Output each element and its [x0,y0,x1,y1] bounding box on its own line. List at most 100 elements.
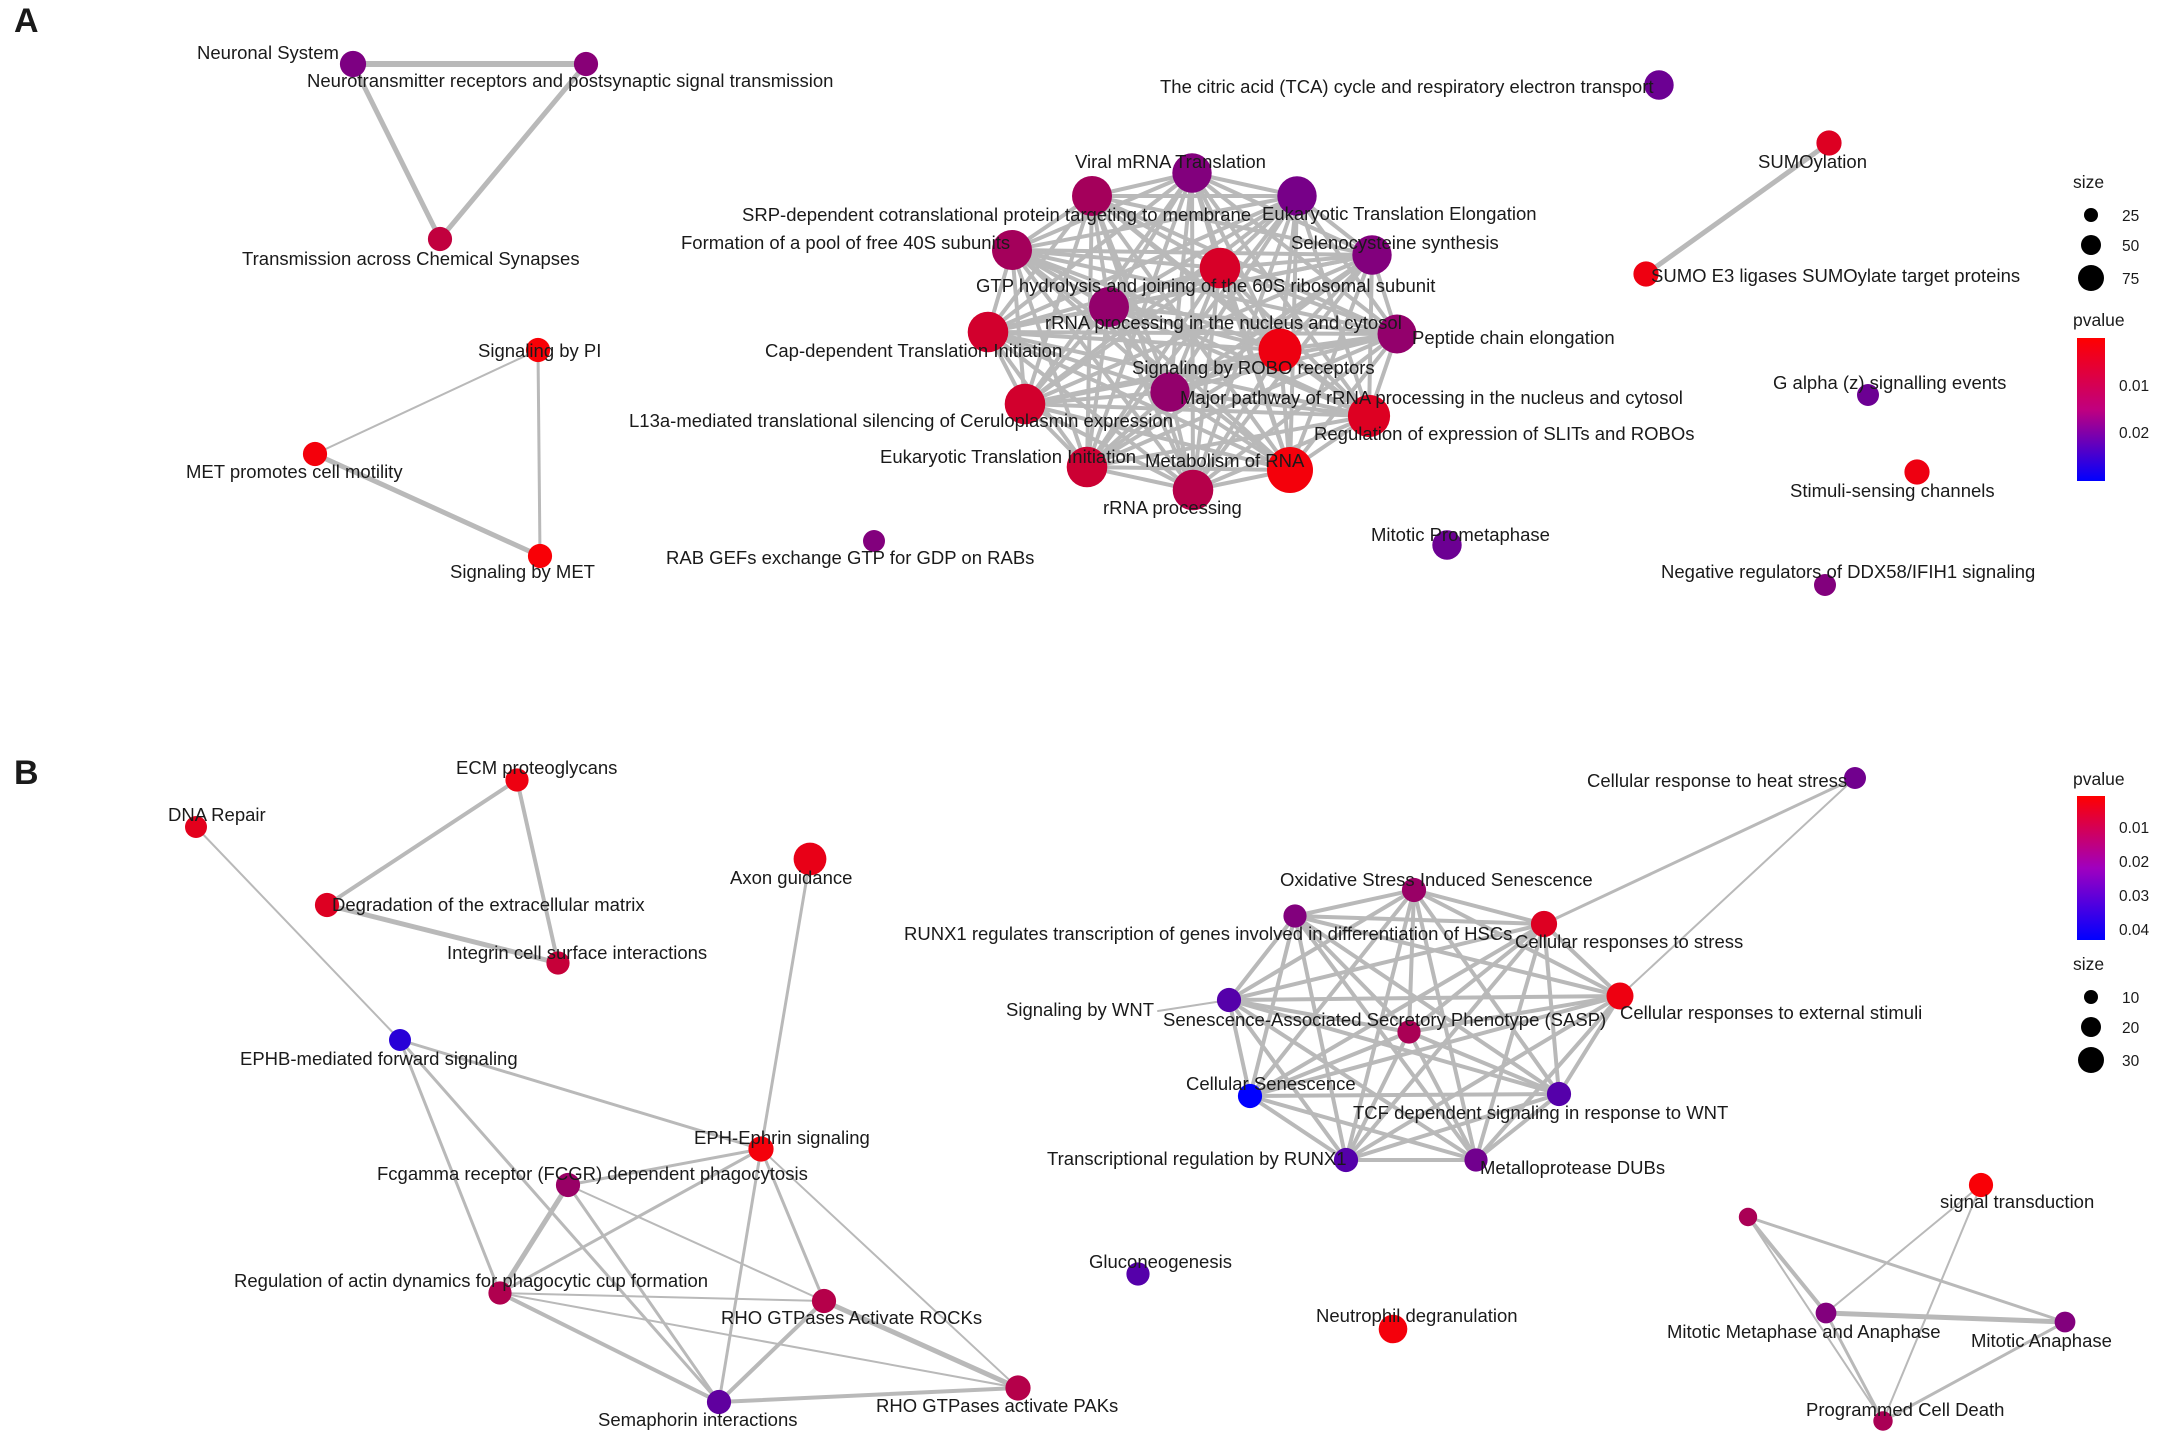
edge-b9-b12 [498,1291,721,1404]
edge-b16-b23 [1474,922,1546,1162]
edge-b15-b16 [1293,914,1546,926]
edge-b19-b21 [1557,994,1622,1096]
edge-b14-b20 [1248,888,1416,1098]
node-label-b6: EPHB-mediated forward signaling [240,1048,518,1069]
edge-a1-a3 [350,61,443,242]
size-legend-a-title: size [2073,172,2104,192]
node-b20 [1237,1083,1263,1109]
node-a19 [1004,383,1046,425]
edge-a14-a20 [1107,305,1371,418]
node-b21 [1546,1081,1572,1107]
edge-b6-b7 [398,1038,763,1151]
node-a23 [1172,469,1214,511]
node-a2 [573,51,599,77]
size-legend-b-tick-3: 30 [2122,1053,2140,1070]
size-legend-b-dot-3 [2078,1047,2104,1073]
edge-a10-a11 [1010,194,1299,252]
edge-b10-b12 [717,1299,826,1404]
edge-a15-a16 [986,330,1399,336]
node-a6 [527,543,553,569]
node-label-b3: Degradation of the extracellular matrix [332,894,645,915]
edge-a16-a23 [986,330,1195,492]
node-b18 [1397,1020,1421,1044]
node-label-b17: Signaling by WNT [1006,999,1154,1020]
node-a8 [1172,153,1212,193]
edge-b8-b10 [567,1184,825,1302]
node-a25 [1432,530,1462,560]
edge-a26-a27 [1643,140,1832,277]
node-label-a2: Neurotransmitter receptors and postsynap… [307,70,833,91]
node-label-b14: Oxidative Stress Induced Senescence [1280,869,1593,890]
edge-b15-b23 [1293,914,1478,1162]
node-label-b5: Axon guidance [730,867,852,888]
edge-b7-b12 [717,1147,763,1404]
edge-a19-a22 [1023,402,1292,472]
node-label-a17: Signaling by ROBO receptors [1132,357,1375,378]
edge-a14-a23 [1107,305,1195,492]
node-label-b1: DNA Repair [168,804,266,825]
edge-b27-b28 [1823,1310,2068,1325]
pvalue-legend-a-tick-1: 0.01 [2119,378,2149,395]
edge-b17-b20 [1227,998,1252,1098]
node-a4 [525,337,551,363]
edge-b14-b15 [1293,888,1416,918]
node-b27 [1815,1302,1837,1324]
pvalue-legend-b-tick-4: 0.04 [2119,922,2150,939]
edge-a20-a21 [1085,414,1371,469]
node-label-a23: rRNA processing [1103,497,1242,518]
node-a20 [1347,394,1391,438]
node-label-a29: Stimuli-sensing channels [1790,480,1995,501]
edge-b15-b17 [1227,914,1297,1002]
edge-b13-b19 [1619,777,1856,997]
node-label-b22: Transcriptional regulation by RUNX1 [1047,1148,1347,1169]
edge-a2-a3 [437,61,589,242]
pvalue-legend-b-title: pvalue [2073,769,2125,789]
node-label-b26: signal transduction [1940,1191,2094,1212]
edge-a12-a13 [1218,253,1374,270]
edge-b6-b9 [398,1038,502,1295]
edge-b1-b6 [195,826,401,1041]
node-label-a30: Negative regulators of DDX58/IFIH1 signa… [1661,561,2035,582]
size-legend-a-dot-2 [2081,235,2101,255]
size-legend-a-dot-1 [2084,208,2098,222]
edge-a11-a13 [1010,248,1222,270]
edge-b14-b19 [1412,888,1622,998]
edge-b17-b19 [1227,994,1622,1002]
edge-a16-a18 [986,330,1172,394]
pvalue-legend-b-tick-3: 0.03 [2119,888,2149,905]
edge-b16-b20 [1248,922,1546,1098]
size-legend-b-title: size [2073,954,2104,974]
size-legend-b: size 10 20 30 [2073,954,2140,1073]
edge-a13-a15 [1218,266,1399,336]
node-a22 [1267,447,1313,493]
node-label-b27: Mitotic Metaphase and Anaphase [1667,1321,1941,1342]
edge-b14-b16 [1412,888,1546,926]
node-label-a22: Metabolism of RNA [1145,450,1305,471]
edge-b30-b27 [1746,1215,1828,1315]
edge-b15-b19 [1293,914,1622,998]
node-a9 [1072,176,1112,216]
node-label-b21: TCF dependent signaling in response to W… [1353,1102,1728,1123]
node-a3 [427,226,453,252]
edge-b16-b17 [1227,922,1546,1002]
node-b6 [389,1029,411,1051]
edge-a18-a20 [1168,390,1371,418]
node-label-a10: Eukaryotic Translation Elongation [1262,203,1537,224]
edge-a19-a23 [1023,402,1195,492]
pvalue-legend-a: pvalue 0.01 0.02 [2073,310,2149,481]
edge-a17-a19 [1023,348,1282,406]
edge-a16-a22 [986,330,1292,472]
edge-b8-b12 [566,1183,721,1404]
edge-b10-b11 [821,1298,1021,1391]
size-legend-b-tick-2: 20 [2122,1020,2140,1037]
node-label-b10: RHO GTPases Activate ROCKs [721,1307,982,1328]
edge-b6-b12 [398,1038,721,1404]
edge-a18-a19 [1023,390,1172,406]
edge-b2-b4 [515,778,560,965]
edge-a16-a20 [986,330,1371,418]
node-a16 [967,311,1009,353]
edge-a16-a17 [986,330,1282,352]
